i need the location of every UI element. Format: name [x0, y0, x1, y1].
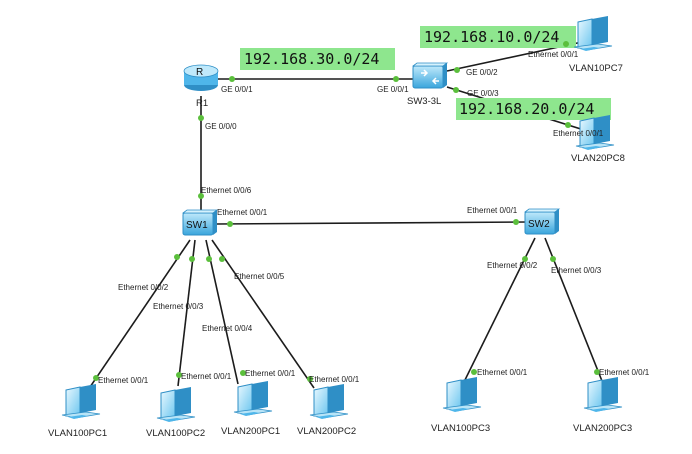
port-label-sw33l-ge002: GE 0/0/2	[466, 68, 498, 77]
network-label-10: 192.168.10.0/24	[424, 28, 559, 46]
port-label-sw33l-ge003: GE 0/0/3	[467, 89, 499, 98]
pc-vlan100pc3[interactable]	[442, 376, 482, 413]
link-sw1-pc4	[211, 239, 315, 389]
device-label-vlan10pc7: VLAN10PC7	[569, 63, 623, 74]
link-sw1-pc3	[205, 239, 239, 385]
router-r1[interactable]: R	[183, 64, 219, 91]
pc-vlan100pc2[interactable]	[156, 386, 196, 423]
pc-vlan200pc3[interactable]	[583, 376, 623, 413]
port-dots	[93, 41, 600, 382]
network-label-bg-10	[420, 26, 576, 48]
link-sw1-sw2	[215, 221, 529, 225]
device-label-vlan200pc1: VLAN200PC1	[221, 426, 280, 437]
pc-vlan200pc2[interactable]	[309, 383, 349, 420]
switch-sw33l[interactable]	[412, 62, 448, 89]
port-label-pc4-eth001: Ethernet 0/0/1	[309, 375, 360, 384]
pc-vlan200pc1[interactable]	[233, 380, 273, 417]
port-label-pc6-eth001: Ethernet 0/0/1	[599, 368, 650, 377]
port-label-r1-ge000: GE 0/0/0	[205, 122, 237, 131]
switch-sw1[interactable]: SW1	[182, 209, 218, 236]
port-label-sw1-eth005: Ethernet 0/0/5	[234, 272, 285, 281]
network-label-20: 192.168.20.0/24	[459, 100, 594, 118]
port-label-pc3-eth001: Ethernet 0/0/1	[245, 369, 296, 378]
l3-switch-icon	[421, 69, 439, 85]
switch-sw2[interactable]: SW2	[524, 208, 560, 235]
device-label-sw33l: SW3-3L	[407, 96, 441, 107]
switch-sw1-label: SW1	[186, 220, 208, 231]
device-label-vlan100pc2: VLAN100PC2	[146, 428, 205, 439]
port-label-pc1-eth001: Ethernet 0/0/1	[98, 376, 149, 385]
pc-vlan100pc1[interactable]	[61, 383, 101, 420]
port-label-sw1-eth002: Ethernet 0/0/2	[118, 283, 169, 292]
network-label-30: 192.168.30.0/24	[244, 50, 379, 68]
device-label-vlan20pc8: VLAN20PC8	[571, 153, 625, 164]
network-label-bg-20	[456, 98, 611, 120]
port-label-pc7-eth001: Ethernet 0/0/1	[528, 50, 579, 59]
port-label-pc5-eth001: Ethernet 0/0/1	[477, 368, 528, 377]
port-label-sw2-eth002: Ethernet 0/0/2	[487, 261, 538, 270]
port-label-sw2-eth001: Ethernet 0/0/1	[467, 206, 518, 215]
device-label-r1: R1	[196, 98, 208, 109]
router-top	[183, 64, 219, 78]
device-label-vlan100pc3: VLAN100PC3	[431, 423, 490, 434]
link-sw1-pc2	[177, 239, 196, 387]
device-label-vlan200pc3: VLAN200PC3	[573, 423, 632, 434]
device-label-vlan100pc1: VLAN100PC1	[48, 428, 107, 439]
router-icon: R	[196, 67, 203, 78]
port-label-pc8-eth001: Ethernet 0/0/1	[553, 129, 604, 138]
pc-vlan10pc7[interactable]	[573, 15, 613, 52]
link-sw2-pc6	[544, 237, 605, 387]
port-label-pc2-eth001: Ethernet 0/0/1	[181, 372, 232, 381]
port-label-sw1-eth001: Ethernet 0/0/1	[217, 208, 268, 217]
port-label-sw1-eth003: Ethernet 0/0/3	[153, 302, 204, 311]
port-label-r1-ge001: GE 0/0/1	[221, 85, 253, 94]
port-label-sw2-eth003: Ethernet 0/0/3	[551, 266, 602, 275]
network-label-bg-30	[240, 48, 395, 70]
port-label-sw33l-ge001: GE 0/0/1	[377, 85, 409, 94]
link-sw1-pc1	[87, 239, 191, 391]
link-sw2-pc5	[461, 237, 536, 387]
port-label-sw1-eth006: Ethernet 0/0/6	[201, 186, 252, 195]
port-label-sw1-eth004: Ethernet 0/0/4	[202, 324, 253, 333]
switch-sw2-label: SW2	[528, 219, 550, 230]
device-label-vlan200pc2: VLAN200PC2	[297, 426, 356, 437]
